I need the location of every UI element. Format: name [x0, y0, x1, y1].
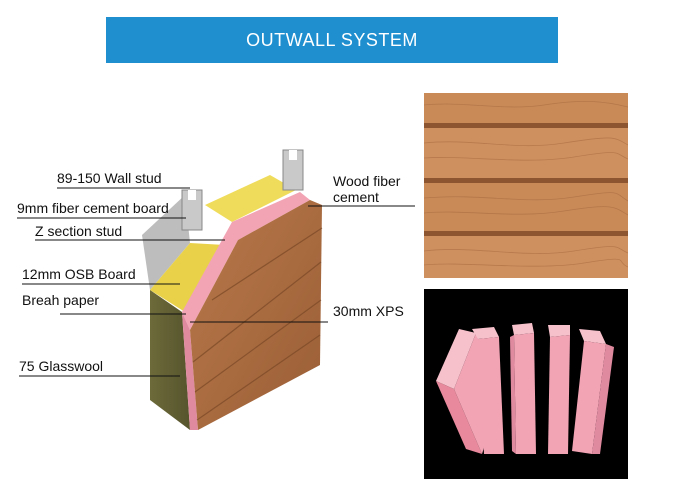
cladding-grooves — [192, 227, 323, 421]
wood-grain — [424, 100, 628, 268]
xps-layer — [182, 192, 310, 330]
label-fiber-cement-board: 9mm fiber cement board — [17, 200, 169, 216]
fiber-cement-board — [142, 195, 190, 290]
glasswool-insulation-top — [205, 175, 296, 222]
label-wood-fiber-line1: Wood fiber — [333, 173, 401, 189]
label-z-section-stud: Z section stud — [35, 223, 122, 239]
xps-boards — [436, 323, 614, 454]
wood-fiber-cladding — [190, 200, 322, 430]
xps-board-3 — [510, 323, 536, 454]
xps-layer-edge — [182, 312, 198, 430]
label-glasswool: 75 Glasswool — [19, 358, 103, 374]
glasswool-insulation — [150, 243, 225, 312]
label-wood-fiber-line2: cement — [333, 189, 379, 205]
xps-boards-photo — [424, 289, 628, 479]
wood-fiber-cement-sample — [424, 93, 628, 278]
leader-lines — [17, 187, 415, 377]
page-title: OUTWALL SYSTEM — [246, 29, 418, 50]
title-banner: OUTWALL SYSTEM — [106, 17, 558, 63]
label-xps: 30mm XPS — [333, 303, 404, 319]
label-osb-board: 12mm OSB Board — [22, 266, 136, 282]
label-wall-stud: 89-150 Wall stud — [57, 170, 162, 186]
xps-board-2 — [472, 327, 504, 454]
wall-stud-right — [282, 149, 304, 191]
label-breah-paper: Breah paper — [22, 292, 99, 308]
wood-planks — [424, 93, 628, 278]
xps-board-5 — [572, 329, 614, 454]
xps-board-4 — [548, 325, 570, 454]
wall-stud-left — [181, 189, 203, 231]
wall-side-face — [150, 290, 190, 430]
